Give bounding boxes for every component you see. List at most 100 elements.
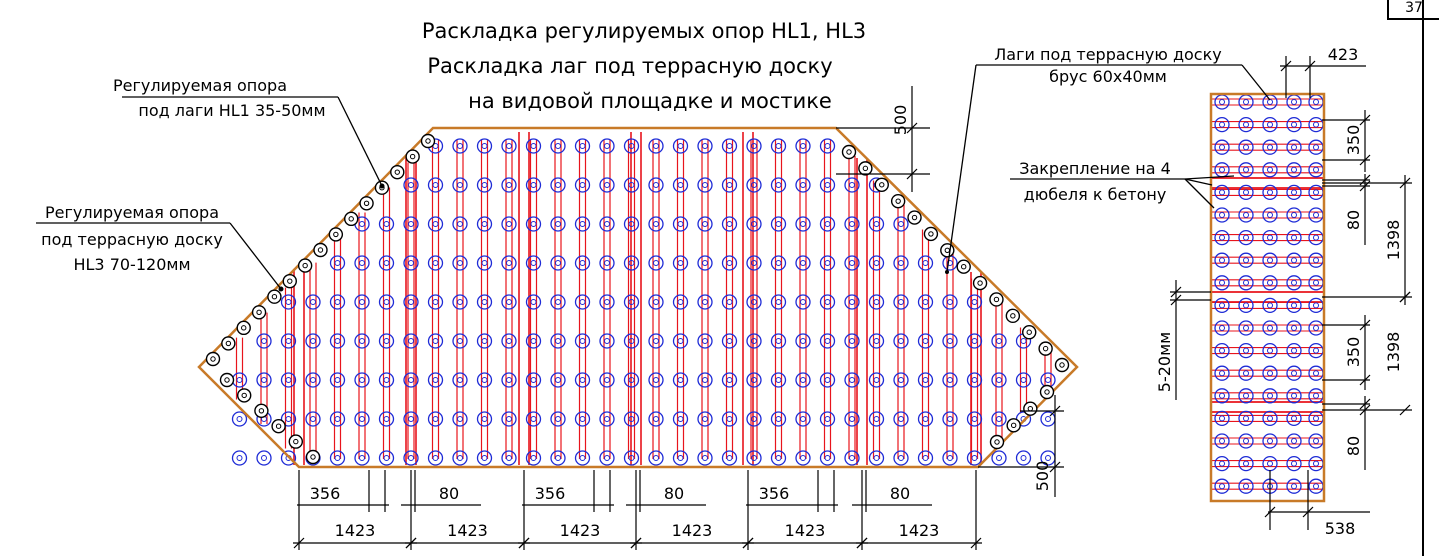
- support-hl1: [236, 320, 251, 336]
- bridge-joists: [1211, 98, 1324, 490]
- bridge-support-core: [1267, 438, 1273, 444]
- bridge-support-core: [1243, 166, 1249, 173]
- support-hl3: [917, 450, 934, 466]
- bridge-support-core: [1313, 99, 1319, 105]
- support-hl3-core: [1045, 416, 1051, 422]
- bridge-support-core: [1291, 392, 1297, 399]
- support-hl3: [697, 450, 713, 466]
- support-hl3-core: [873, 455, 880, 461]
- dim-spacing-label: 80: [890, 484, 910, 503]
- bridge-support-core: [1313, 347, 1319, 354]
- support-hl3: [574, 177, 591, 193]
- bridge-support-core: [1313, 279, 1319, 286]
- bridge-support: [1214, 297, 1230, 314]
- support-hl3-core: [726, 377, 733, 383]
- support-hl3: [623, 138, 640, 154]
- support-hl3-core: [702, 143, 708, 149]
- support-hl3: [329, 450, 346, 466]
- support-hl3: [746, 138, 762, 154]
- callout-hl3-line1: Регулируемая опора: [45, 203, 219, 222]
- support-hl3: [770, 255, 787, 271]
- support-hl3-core: [751, 377, 757, 383]
- support-hl1: [989, 434, 1005, 450]
- bridge-support: [1262, 162, 1278, 178]
- bridge-support-core: [1313, 234, 1319, 241]
- support-hl3-core: [334, 455, 341, 461]
- support-hl3-core: [653, 377, 659, 383]
- bridge-support: [1262, 252, 1278, 268]
- support-hl3-core: [359, 416, 365, 422]
- support-hl3-core: [726, 455, 733, 461]
- support-hl3-core: [751, 221, 757, 227]
- support-hl3-core: [555, 377, 561, 383]
- bridge-support: [1286, 184, 1302, 201]
- support-hl3-core: [677, 416, 684, 422]
- bridge-support-core: [1313, 144, 1319, 151]
- support-hl3-core: [604, 338, 610, 344]
- callout-joists: Лаги под террасную доску брус 60х40мм: [945, 45, 1271, 274]
- support-hl1: [271, 419, 286, 434]
- support-hl1-core: [256, 309, 262, 315]
- support-hl3: [329, 411, 346, 427]
- bridge-support-core: [1219, 234, 1225, 241]
- support-hl3-core: [432, 221, 439, 227]
- support-hl3: [280, 450, 297, 466]
- support-hl1-core: [293, 438, 299, 445]
- support-hl3-core: [751, 143, 757, 149]
- support-hl3-core: [555, 260, 561, 266]
- bridge-support-core: [1243, 370, 1249, 377]
- support-hl3-core: [996, 377, 1002, 383]
- support-hl3: [819, 216, 836, 232]
- support-hl3: [280, 333, 297, 349]
- support-hl3-core: [604, 260, 610, 266]
- callout-hl1-line1: Регулируемая опора: [113, 76, 287, 95]
- bridge-support: [1286, 297, 1302, 314]
- support-hl3: [868, 411, 885, 427]
- support-hl3: [991, 372, 1007, 388]
- support-hl3-core: [481, 377, 488, 383]
- support-hl3-core: [702, 182, 708, 188]
- support-hl3: [403, 372, 419, 388]
- support-hl3: [917, 411, 934, 427]
- support-hl3: [844, 177, 860, 193]
- support-hl3-core: [555, 455, 561, 461]
- support-hl3-core: [677, 143, 684, 149]
- support-hl3-core: [506, 182, 512, 188]
- support-hl3: [819, 450, 836, 466]
- support-hl3-core: [947, 299, 953, 305]
- support-hl3-core: [579, 416, 586, 422]
- bridge-support-core: [1267, 121, 1273, 128]
- support-hl3-core: [285, 299, 292, 305]
- support-hl3-core: [873, 338, 880, 344]
- bridge-support: [1238, 433, 1254, 449]
- bridge-support: [1238, 275, 1254, 291]
- support-hl1: [1039, 384, 1055, 400]
- bridge-support: [1262, 116, 1278, 133]
- dim-tick: [630, 537, 642, 549]
- support-hl3: [354, 255, 370, 271]
- support-hl3: [868, 333, 885, 349]
- edge-supports-hl1: [205, 133, 1070, 465]
- support-hl3: [770, 333, 787, 349]
- callout-fixing: Закрепление на 4 дюбеля к бетону: [1010, 159, 1235, 209]
- support-hl3-core: [702, 338, 708, 344]
- support-hl3: [844, 333, 860, 349]
- support-hl3: [623, 255, 640, 271]
- support-hl3: [648, 450, 664, 466]
- support-hl3-core: [481, 338, 488, 344]
- support-hl3-core: [824, 377, 831, 383]
- support-hl3: [917, 372, 934, 388]
- support-hl3-core: [849, 260, 855, 266]
- support-hl3-core: [481, 455, 488, 461]
- bridge-support-core: [1313, 166, 1319, 173]
- bridge-support: [1238, 365, 1254, 381]
- support-hl3: [1015, 372, 1032, 388]
- bridge-support: [1214, 229, 1230, 246]
- support-hl3-core: [922, 260, 929, 266]
- bridge-support-core: [1243, 302, 1249, 309]
- support-hl3: [697, 372, 713, 388]
- support-hl3-core: [457, 416, 463, 422]
- support-hl3-core: [702, 299, 708, 305]
- bridge-support: [1214, 455, 1230, 472]
